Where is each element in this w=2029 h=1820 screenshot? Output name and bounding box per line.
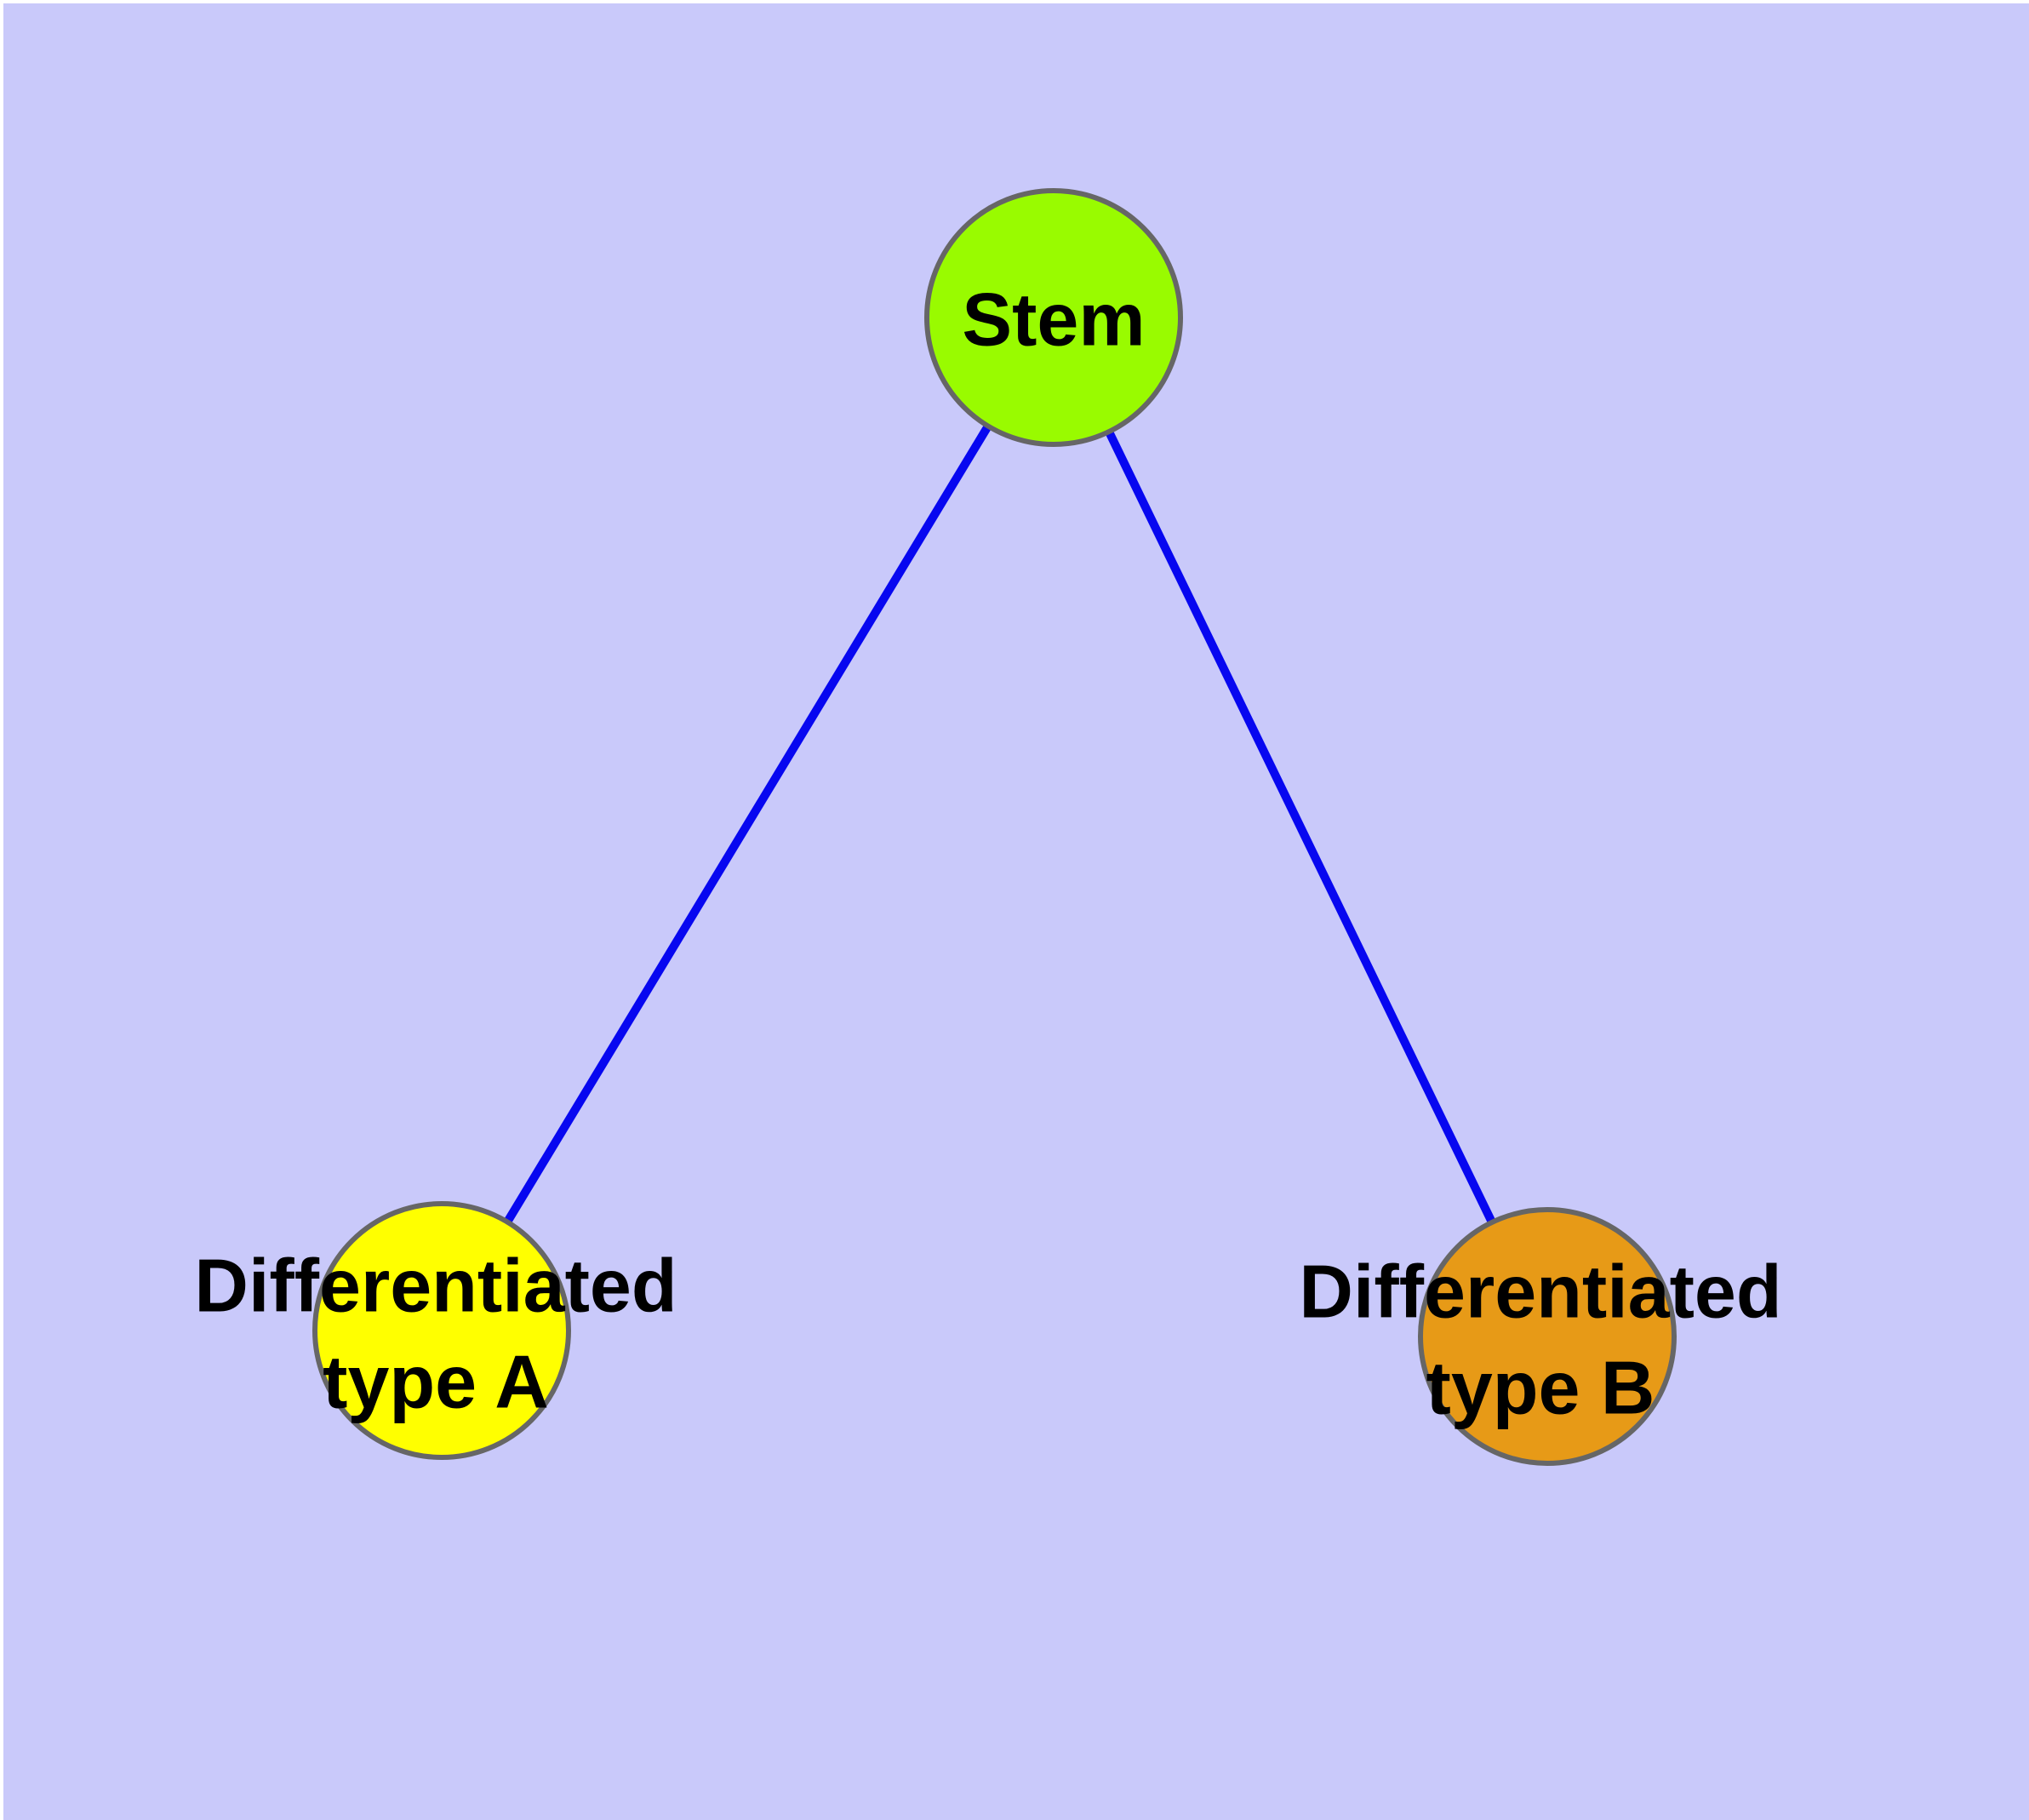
edge-stem-to-type-b (1049, 315, 1552, 1339)
node-stem-circle (924, 188, 1183, 447)
edge-stem-to-type-a (437, 315, 1058, 1333)
node-differentiated-type-a-circle (312, 1201, 571, 1460)
node-differentiated-type-b-circle (1418, 1207, 1677, 1466)
